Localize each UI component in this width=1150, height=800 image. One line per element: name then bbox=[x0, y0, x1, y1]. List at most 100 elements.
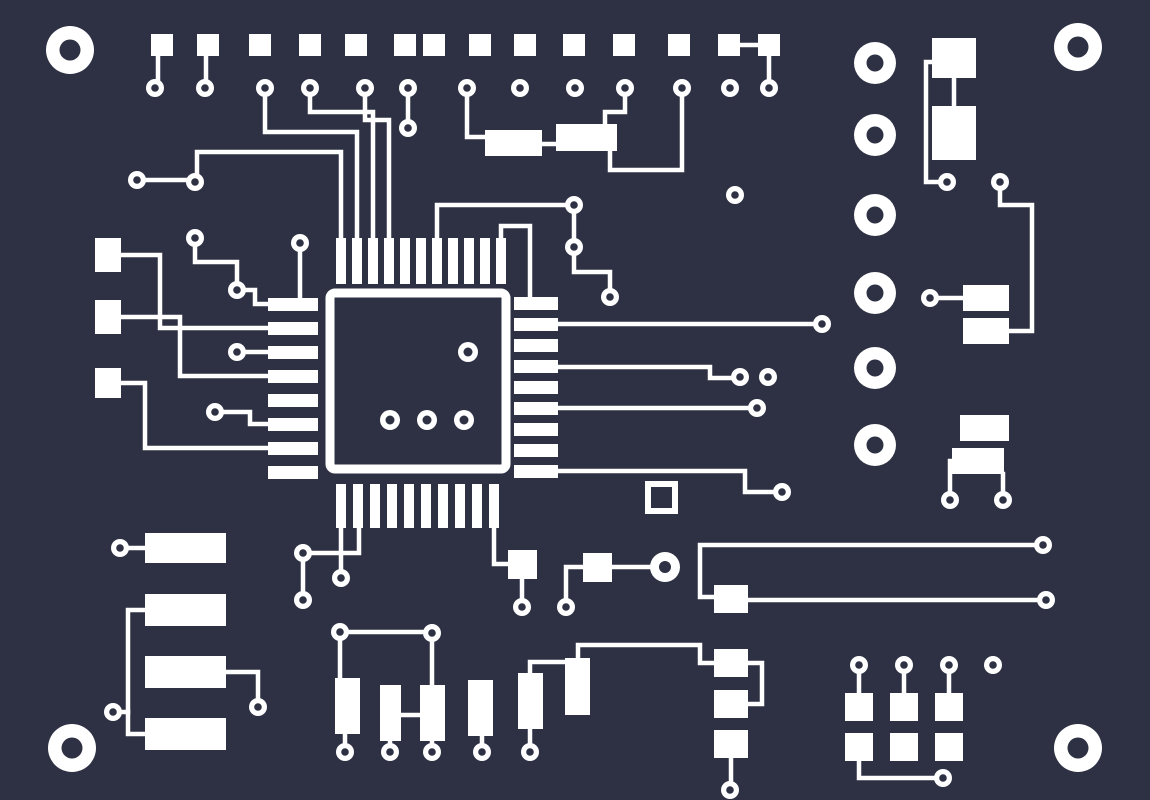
via-hole bbox=[116, 544, 124, 552]
rect-pad bbox=[335, 678, 360, 734]
via-hole bbox=[337, 574, 345, 582]
ic-inner-via-hole bbox=[463, 347, 473, 357]
trace bbox=[527, 659, 568, 676]
square-pad bbox=[668, 34, 690, 56]
square-pad bbox=[890, 733, 918, 761]
via-hole bbox=[855, 661, 863, 669]
ic-pin-top bbox=[464, 238, 474, 284]
ic-pin-bottom bbox=[336, 484, 346, 528]
square-pad bbox=[299, 34, 321, 56]
via-hole bbox=[299, 596, 307, 604]
via-hole bbox=[404, 124, 412, 132]
trace bbox=[464, 94, 488, 140]
ic-pin-left bbox=[268, 346, 318, 359]
fiducial-mark bbox=[645, 481, 678, 514]
via-hole bbox=[341, 748, 349, 756]
via-hole bbox=[296, 239, 304, 247]
square-pad bbox=[151, 34, 173, 56]
ic-pin-right bbox=[514, 465, 558, 478]
trace bbox=[362, 94, 392, 241]
rect-pad bbox=[952, 448, 1004, 474]
square-pad bbox=[613, 34, 635, 56]
square-pad bbox=[95, 368, 121, 398]
trace bbox=[697, 542, 1039, 600]
square-pad bbox=[845, 693, 873, 721]
via-hole bbox=[518, 603, 526, 611]
square-pad bbox=[95, 300, 121, 334]
ic-pin-bottom bbox=[353, 484, 363, 528]
square-pad bbox=[714, 730, 748, 758]
ic-pin-left bbox=[268, 466, 318, 479]
via-hole bbox=[201, 84, 209, 92]
rect-pad bbox=[145, 718, 226, 750]
via-hole bbox=[404, 84, 412, 92]
via-hole bbox=[764, 373, 772, 381]
via-hole bbox=[361, 84, 369, 92]
rect-pad bbox=[420, 685, 445, 741]
via-hole bbox=[570, 243, 578, 251]
ic-pin-bottom bbox=[438, 484, 448, 528]
ic-pin-bottom bbox=[421, 484, 431, 528]
via-hole bbox=[233, 286, 241, 294]
ic-pin-top bbox=[480, 238, 490, 284]
rect-pad bbox=[960, 415, 1009, 441]
ic-pin-top bbox=[336, 238, 346, 284]
ic-pin-right bbox=[514, 423, 558, 436]
via-hole bbox=[996, 178, 1004, 186]
ic-pin-top bbox=[368, 238, 378, 284]
ic-pin-right bbox=[514, 444, 558, 457]
via-hole bbox=[943, 178, 951, 186]
ic-pin-top bbox=[432, 238, 442, 284]
via-hole bbox=[926, 294, 934, 302]
via-hole bbox=[753, 404, 761, 412]
trace bbox=[125, 607, 148, 737]
via-hole bbox=[133, 176, 141, 184]
via-hole bbox=[516, 84, 524, 92]
large-via-hole bbox=[866, 436, 884, 454]
ic-pin-left bbox=[268, 394, 318, 407]
ic-pin-top bbox=[416, 238, 426, 284]
via-hole bbox=[211, 408, 219, 416]
ic-pin-bottom bbox=[489, 484, 499, 528]
via-hole bbox=[562, 603, 570, 611]
ic-pin-right bbox=[514, 339, 558, 352]
ic-pin-top bbox=[384, 238, 394, 284]
square-pad bbox=[423, 34, 445, 56]
ic-pin-bottom bbox=[455, 484, 465, 528]
via-hole bbox=[191, 178, 199, 186]
large-via-hole bbox=[866, 206, 884, 224]
square-pad bbox=[932, 106, 976, 160]
square-pad bbox=[935, 693, 963, 721]
via-hole bbox=[428, 748, 436, 756]
square-pad bbox=[249, 34, 271, 56]
mount-hole-hole bbox=[61, 737, 83, 759]
trace bbox=[308, 525, 362, 556]
mount-hole-hole bbox=[59, 39, 81, 61]
via-hole bbox=[736, 373, 744, 381]
square-pad bbox=[935, 733, 963, 761]
via-hole bbox=[299, 549, 307, 557]
ic-inner-via-hole bbox=[459, 415, 469, 425]
trace bbox=[856, 758, 939, 781]
ic-pin-right bbox=[514, 360, 558, 373]
rect-pad bbox=[145, 594, 226, 626]
square-pad bbox=[890, 693, 918, 721]
via-hole bbox=[254, 703, 262, 711]
ic-pin-left bbox=[268, 298, 318, 311]
via-hole bbox=[526, 748, 534, 756]
ic-pin-left bbox=[268, 370, 318, 383]
square-pad bbox=[583, 553, 612, 582]
trace bbox=[491, 525, 511, 567]
trace bbox=[117, 380, 271, 451]
rect-pad bbox=[963, 285, 1009, 311]
large-via-hole bbox=[866, 54, 884, 72]
via-hole bbox=[428, 629, 436, 637]
ic-pin-left bbox=[268, 442, 318, 455]
via-hole bbox=[306, 84, 314, 92]
trace bbox=[571, 252, 613, 292]
via-hole bbox=[900, 661, 908, 669]
via-hole bbox=[1042, 596, 1050, 604]
rect-pad bbox=[518, 673, 543, 729]
ic-pin-right bbox=[514, 318, 558, 331]
